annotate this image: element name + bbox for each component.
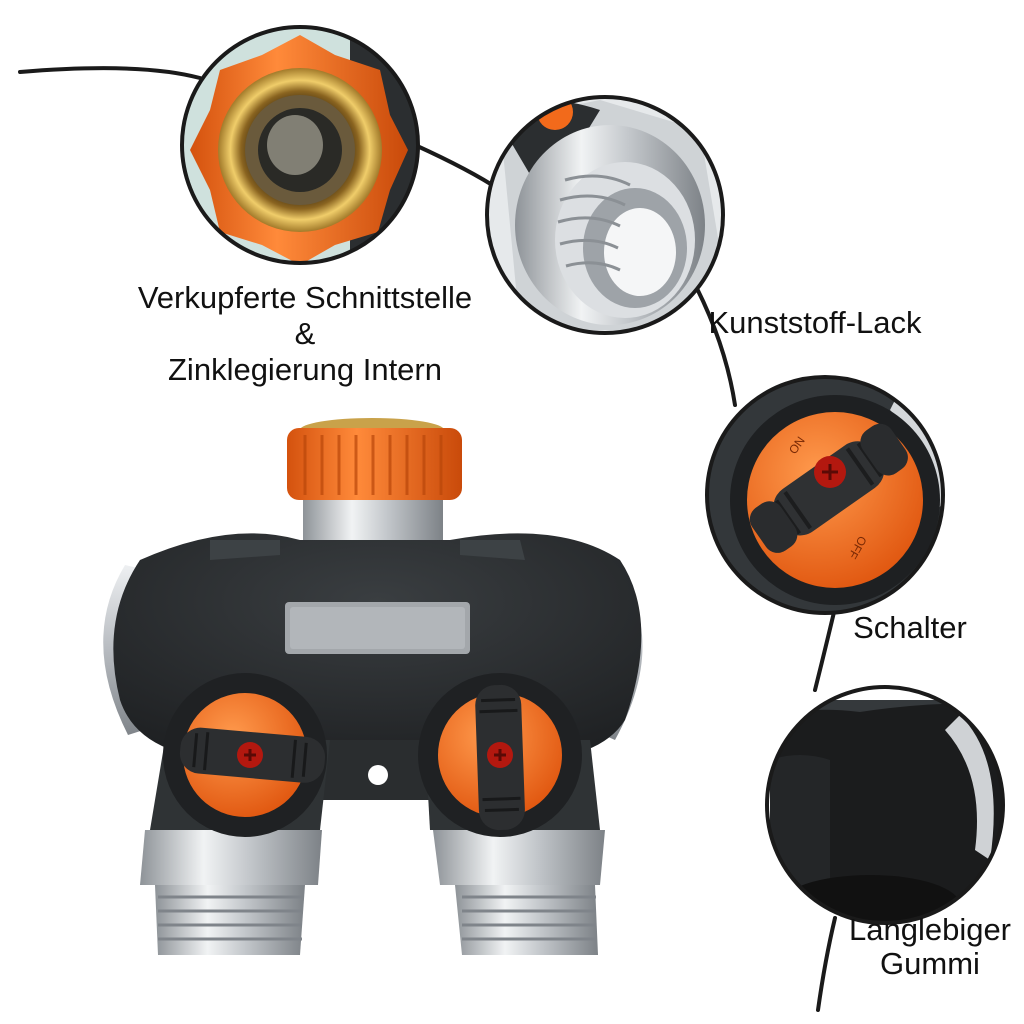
- left-valve: [163, 673, 327, 837]
- caption-rubber: Langlebiger Gummi: [830, 913, 1024, 981]
- right-valve: [418, 673, 582, 837]
- caption-rubber-line1: Langlebiger: [848, 912, 1012, 947]
- detail-copper-interface: [180, 25, 420, 265]
- caption-plastic-paint: Kunststoff-Lack: [708, 305, 922, 340]
- caption-copper-interface: Verkupferte Schnittstelle & Zinklegierun…: [40, 280, 570, 388]
- detail-plastic-paint: [485, 95, 725, 335]
- connector-line: [18, 66, 837, 1012]
- caption-copper-line3: Zinklegierung Intern: [168, 352, 442, 387]
- caption-copper-line2: &: [294, 316, 316, 351]
- caption-copper-line1: Verkupferte Schnittstelle: [137, 280, 473, 315]
- detail-rubber: [765, 685, 1005, 925]
- caption-rubber-line2: Gummi: [880, 946, 980, 981]
- splitter-product: [103, 418, 643, 955]
- detail-switch: ON OFF: [705, 375, 945, 615]
- caption-switch: Schalter: [853, 610, 967, 645]
